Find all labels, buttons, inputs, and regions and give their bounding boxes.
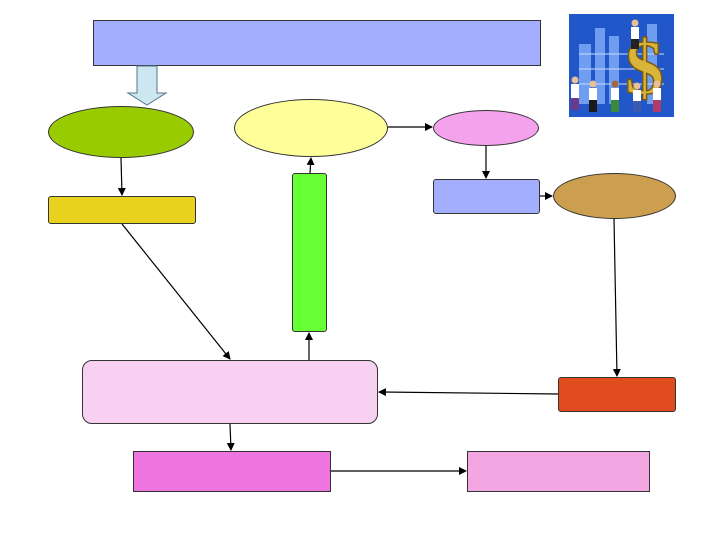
green-ellipse bbox=[48, 106, 194, 158]
edge-center-to-magentabox bbox=[226, 423, 235, 451]
business-people-dollar-clipart: $ bbox=[569, 14, 674, 117]
green-bar bbox=[292, 173, 327, 332]
edge-yellowbox-to-center bbox=[121, 223, 231, 360]
pink-ellipse bbox=[433, 110, 539, 146]
edge-tanellipse-to-redbox bbox=[612, 218, 621, 377]
edge-greenbar-to-yellowellipse bbox=[306, 157, 315, 174]
tan-ellipse bbox=[553, 173, 676, 219]
edge-redbox-to-center bbox=[378, 388, 559, 397]
yellow-box bbox=[48, 196, 196, 224]
center-box bbox=[82, 360, 378, 424]
blue-box bbox=[433, 179, 540, 214]
block-arrow bbox=[126, 65, 168, 106]
red-box bbox=[558, 377, 676, 412]
yellow-ellipse bbox=[234, 99, 388, 157]
magenta-box bbox=[133, 451, 331, 492]
title-banner bbox=[93, 20, 541, 66]
light-pink-box bbox=[467, 451, 650, 492]
edge-green-to-yellowbox bbox=[117, 157, 126, 196]
